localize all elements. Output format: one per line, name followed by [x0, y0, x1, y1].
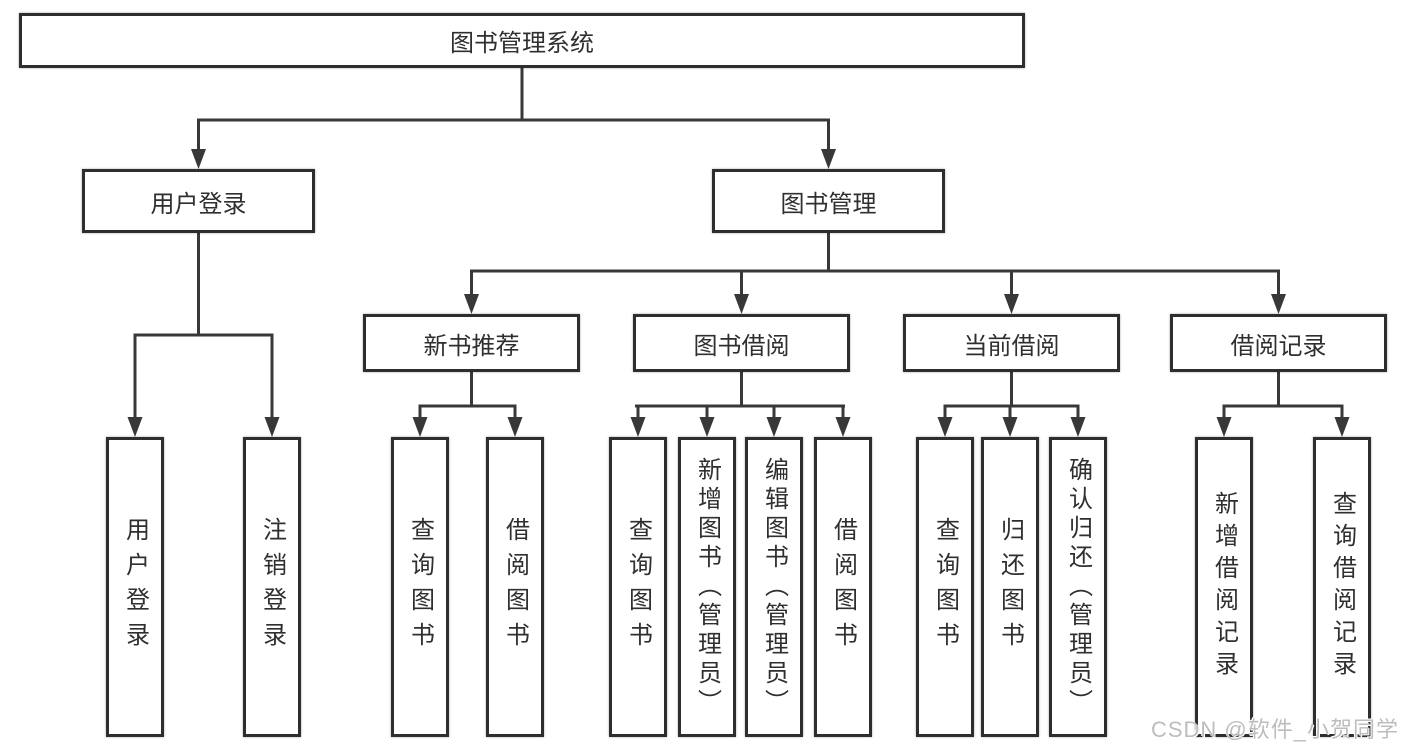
leaf-query-books-3-label: 查询图书 — [931, 517, 959, 657]
node-borrowing-records: 借阅记录 — [1170, 314, 1387, 372]
leaf-user-login-label: 用户登录 — [121, 517, 149, 657]
leaf-edit-books-admin: 编辑图书（管理员） — [745, 437, 803, 737]
leaf-query-books-3: 查询图书 — [916, 437, 974, 737]
node-book-management-label: 图书管理 — [780, 190, 877, 218]
node-book-borrowing: 图书借阅 — [633, 314, 850, 372]
node-root: 图书管理系统 — [19, 13, 1025, 68]
csdn-watermark: CSDN @软件_小贺同学 — [1150, 717, 1399, 742]
node-root-label: 图书管理系统 — [450, 30, 594, 57]
node-user-login-label: 用户登录 — [150, 190, 247, 218]
node-book-management: 图书管理 — [712, 169, 945, 233]
node-current-borrowing: 当前借阅 — [903, 314, 1120, 372]
leaf-return-books: 归还图书 — [981, 437, 1039, 737]
connector-lines — [133, 68, 1344, 419]
leaf-query-books-2-label: 查询图书 — [624, 517, 652, 657]
leaf-confirm-return-admin: 确认归还（管理员） — [1049, 437, 1107, 737]
leaf-query-borrow-record: 查询借阅记录 — [1313, 437, 1371, 737]
leaf-add-books-admin-label: 新增图书（管理员） — [693, 456, 721, 718]
leaf-query-books-2: 查询图书 — [609, 437, 667, 737]
leaf-logout-login: 注销登录 — [243, 437, 301, 737]
leaf-logout-login-label: 注销登录 — [258, 517, 286, 657]
leaf-edit-books-admin-label: 编辑图书（管理员） — [760, 456, 788, 718]
node-user-login: 用户登录 — [82, 169, 315, 233]
node-book-borrowing-label: 图书借阅 — [693, 332, 790, 360]
leaf-user-login: 用户登录 — [106, 437, 164, 737]
leaf-borrow-books-2: 借阅图书 — [814, 437, 872, 737]
connector-line — [133, 68, 1344, 419]
leaf-query-books-1-label: 查询图书 — [406, 517, 434, 657]
leaf-borrow-books-1: 借阅图书 — [486, 437, 544, 737]
leaf-add-borrow-record-label: 新增借阅记录 — [1210, 491, 1238, 683]
leaf-add-books-admin: 新增图书（管理员） — [678, 437, 736, 737]
leaf-return-books-label: 归还图书 — [996, 517, 1024, 657]
leaf-query-borrow-record-label: 查询借阅记录 — [1328, 491, 1356, 683]
leaf-add-borrow-record: 新增借阅记录 — [1195, 437, 1253, 737]
leaf-query-books-1: 查询图书 — [391, 437, 449, 737]
node-new-book-recommendation: 新书推荐 — [363, 314, 580, 372]
node-current-borrowing-label: 当前借阅 — [963, 332, 1060, 360]
node-borrowing-records-label: 借阅记录 — [1230, 332, 1327, 360]
leaf-borrow-books-2-label: 借阅图书 — [829, 517, 857, 657]
leaf-borrow-books-1-label: 借阅图书 — [501, 517, 529, 657]
leaf-confirm-return-admin-label: 确认归还（管理员） — [1064, 456, 1092, 718]
node-new-book-recommendation-label: 新书推荐 — [423, 332, 520, 360]
